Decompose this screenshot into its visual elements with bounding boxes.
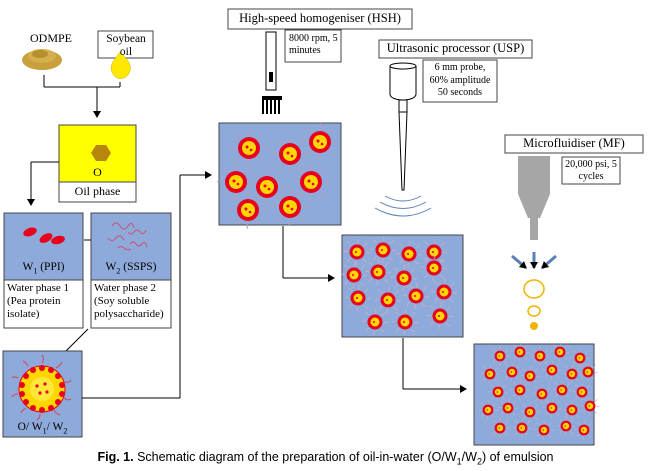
usp-settings: 6 mm probe, 60% amplitude 50 seconds <box>429 62 491 98</box>
usp-title-box <box>378 39 533 59</box>
mf-settings: 20,000 psi, 5 cycles <box>565 159 617 182</box>
mf-title-box <box>504 134 644 154</box>
soybean-oil-drop-icon <box>110 51 131 79</box>
hsh-title-box <box>227 8 413 30</box>
homogeniser-device-icon <box>262 31 282 114</box>
w2-description: Water phase 2 (Soy soluble polysaccharid… <box>94 282 164 320</box>
oil-hexagon-icon <box>91 145 111 161</box>
w2-label: W2 (SSPS) <box>105 261 157 276</box>
water-phase-1-desc-box <box>3 279 84 329</box>
w1-description: Water phase 1 (Pea protein isolate) <box>7 282 70 320</box>
oil-to-w1-arrow <box>27 161 59 206</box>
hsh-title: High-speed homogeniser (HSH) <box>239 11 401 25</box>
ultrasonic-device-icon <box>374 62 432 217</box>
mf-title: Microfluidiser (MF) <box>523 136 625 150</box>
soybean-oil-label: Soybean oil <box>106 33 146 58</box>
ingredient-connectors <box>43 75 121 118</box>
microfluidiser-device-icon <box>511 156 557 330</box>
hsh-settings-box <box>284 29 342 63</box>
oil-phase-label-box <box>58 181 137 203</box>
oil-phase-label: Oil phase <box>74 184 121 198</box>
odmpe-powder-icon <box>22 49 62 70</box>
usp-to-mf-connector <box>402 338 467 393</box>
oil-phase-letter: O <box>93 165 102 179</box>
usp-title: Ultrasonic processor (USP) <box>386 41 525 55</box>
figure-caption: Fig. 1. Schematic diagram of the prepara… <box>97 450 554 467</box>
large-droplet-icon <box>11 354 72 421</box>
combined-label: O/ W1/ W2 <box>17 421 68 436</box>
pea-protein-icons <box>23 227 65 245</box>
mf-settings-box <box>561 156 621 185</box>
water-phase-2-panel <box>90 212 172 281</box>
combined-to-hsh-connector <box>82 171 212 399</box>
water-phase-2-desc-box <box>90 279 172 329</box>
usp-settings-box <box>422 59 498 103</box>
polysaccharide-icons <box>107 222 148 251</box>
hsh-settings: 8000 rpm, 5 minutes <box>289 33 338 56</box>
water-phase-1-panel <box>3 212 84 281</box>
odmpe-label: ODMPE <box>30 31 73 45</box>
soybean-oil-box <box>97 30 154 59</box>
hsh-to-usp-connector <box>282 226 335 282</box>
w1-label: W1 (PPI) <box>22 261 65 276</box>
